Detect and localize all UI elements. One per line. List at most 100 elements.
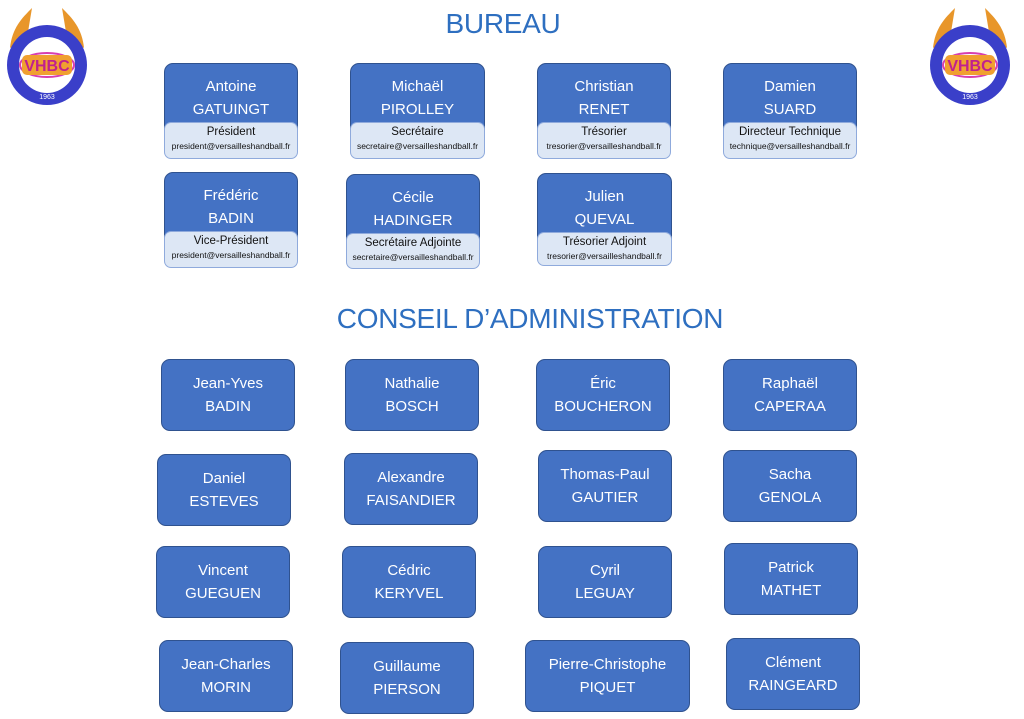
- club-logo-right: VHBC 1963: [930, 8, 1010, 105]
- member-first-name: Cyril: [590, 562, 620, 579]
- member-last-name: MORIN: [201, 679, 251, 696]
- member-last-name: BOUCHERON: [554, 398, 652, 415]
- member-first-name: Vincent: [198, 562, 248, 579]
- member-last-name: HADINGER: [373, 212, 453, 229]
- member-first-name: Clément: [765, 654, 821, 671]
- svg-text:VHBC: VHBC: [947, 58, 993, 75]
- bureau-title: BUREAU: [445, 8, 561, 39]
- member-first-name: Pierre-Christophe: [548, 656, 667, 673]
- member-email: tresorier@versailleshandball.fr: [546, 141, 662, 151]
- member-first-name: Raphaël: [762, 375, 818, 392]
- member-role-block: Président president@versailleshandball.fr: [164, 122, 298, 159]
- member-last-name: KERYVEL: [374, 585, 444, 602]
- member-role: Président: [206, 126, 256, 138]
- member-role: Trésorier Adjoint: [562, 236, 647, 248]
- member-first-name: Cédric: [387, 562, 431, 579]
- member-email: tresorier@versailleshandball.fr: [547, 251, 662, 261]
- member-last-name: ESTEVES: [189, 493, 259, 510]
- member-last-name: CAPERAA: [754, 398, 826, 415]
- member-last-name: GATUINGT: [192, 101, 270, 118]
- svg-text:1963: 1963: [39, 94, 55, 101]
- member-first-name: Éric: [590, 375, 616, 392]
- member-email: president@versailleshandball.fr: [171, 250, 291, 260]
- member-last-name: BADIN: [205, 398, 251, 415]
- member-last-name: GAUTIER: [571, 489, 639, 506]
- member-first-name: Patrick: [768, 559, 814, 576]
- member-last-name: PIERSON: [373, 681, 441, 698]
- member-first-name: Jean-Yves: [192, 375, 264, 392]
- svg-text:VHBC: VHBC: [24, 58, 70, 75]
- member-role-block: Secrétaire secretaire@versailleshandball.…: [350, 122, 485, 159]
- member-first-name: Frédéric: [203, 187, 259, 204]
- member-role: Secrétaire Adjointe: [364, 237, 462, 249]
- member-role-block: Trésorier Adjoint tresorier@versailleshan…: [537, 232, 672, 266]
- member-role-block: Trésorier tresorier@versailleshandball.fr: [537, 122, 671, 159]
- member-last-name: PIQUET: [579, 679, 636, 696]
- member-first-name: Thomas-Paul: [560, 466, 650, 483]
- member-first-name: Cécile: [392, 189, 434, 206]
- member-email: technique@versailleshandball.fr: [729, 141, 851, 151]
- member-email: secretaire@versailleshandball.fr: [356, 141, 479, 151]
- member-last-name: RAINGEARD: [748, 677, 838, 694]
- member-email: president@versailleshandball.fr: [171, 141, 291, 151]
- member-last-name: MATHET: [760, 582, 822, 599]
- member-last-name: SUARD: [763, 101, 817, 118]
- member-first-name: Guillaume: [373, 658, 441, 675]
- conseil-title: CONSEIL D’ADMINISTRATION: [336, 303, 724, 334]
- member-last-name: QUEVAL: [574, 211, 635, 228]
- member-last-name: FAISANDIER: [366, 492, 456, 509]
- member-last-name: GENOLA: [758, 489, 822, 506]
- member-role: Trésorier: [581, 126, 627, 138]
- member-first-name: Michaël: [391, 78, 444, 95]
- member-first-name: Nathalie: [384, 375, 440, 392]
- member-first-name: Damien: [764, 78, 816, 95]
- member-last-name: LEGUAY: [575, 585, 635, 602]
- member-first-name: Julien: [584, 188, 625, 205]
- member-role: Secrétaire: [391, 126, 444, 138]
- club-logo-left: VHBC 1963: [7, 8, 87, 105]
- member-first-name: Christian: [574, 78, 634, 95]
- member-role-block: Directeur Technique technique@versaillesh…: [723, 122, 857, 159]
- member-last-name: PIROLLEY: [380, 101, 455, 118]
- member-role: Directeur Technique: [738, 126, 842, 138]
